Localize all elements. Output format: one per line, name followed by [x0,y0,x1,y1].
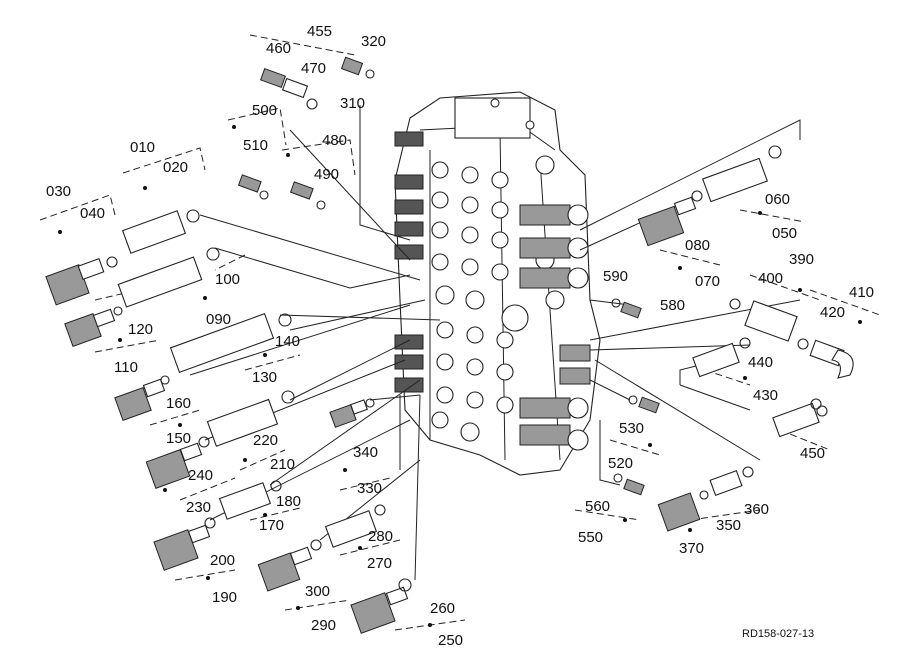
label-510: 510 [243,137,268,154]
label-340: 340 [353,444,378,461]
label-520: 520 [608,455,633,472]
elbow-260 [350,578,412,634]
label-120: 120 [128,321,153,338]
label-290: 290 [311,617,336,634]
label-270: 270 [367,555,392,572]
elbow-370 [657,490,709,532]
plug-100 [117,247,220,308]
label-110: 110 [114,359,138,376]
label-500: 500 [252,102,277,119]
label-190: 190 [212,589,237,606]
label-030: 030 [46,183,71,200]
elbow-080 [637,190,703,247]
label-560: 560 [585,498,610,515]
label-370: 370 [679,540,704,557]
label-360: 360 [744,501,769,518]
oring-320 [365,69,375,79]
elbow-240 [145,436,210,489]
label-130: 130 [252,369,277,386]
fitting-440 [692,337,751,378]
label-390: 390 [789,251,814,268]
elbow-300 [257,539,322,592]
label-470: 470 [301,60,326,77]
reference-code: RD158-027-13 [742,628,814,640]
label-180: 180 [276,493,301,510]
label-460: 460 [266,40,291,57]
elbow-200 [153,517,216,571]
label-590: 590 [603,268,628,285]
label-400: 400 [758,270,783,287]
label-230: 230 [186,499,211,516]
leader-lines [189,105,801,581]
label-240: 240 [188,467,213,484]
label-350: 350 [716,517,741,534]
part-labels: 010 020 030 040 050 060 070 080 090 100 … [46,23,874,649]
label-430: 430 [753,387,778,404]
loose-parts [45,56,854,634]
label-090: 090 [206,311,231,328]
plug-220 [206,390,295,447]
label-310: 310 [340,95,365,112]
label-280: 280 [368,528,393,545]
label-040: 040 [80,205,105,222]
valve-right-fittings [519,204,591,451]
control-valve-body [394,91,601,476]
plug-020 [121,209,200,254]
elbow-040 [45,256,118,306]
valve-ports [431,161,565,442]
plug-180 [218,480,282,520]
label-200: 200 [210,552,235,569]
label-300: 300 [305,583,330,600]
label-420: 420 [820,304,845,321]
label-140: 140 [275,333,300,350]
fitting-350 [709,466,754,497]
elbow-120 [64,306,123,348]
elbow-340 [329,398,375,428]
elbow-160 [114,375,170,422]
label-550: 550 [578,529,603,546]
plug-060 [702,145,782,203]
label-440: 440 [748,354,773,371]
label-450: 450 [800,445,825,462]
fitting-450 [772,398,828,438]
label-010: 010 [130,139,155,156]
label-480: 480 [322,132,347,149]
plug-140 [169,312,292,374]
label-100: 100 [215,271,240,288]
label-490: 490 [314,166,339,183]
fitting-530 [638,396,660,414]
label-320: 320 [361,33,386,50]
label-170: 170 [259,517,284,534]
label-410: 410 [849,284,874,301]
block-400 [729,298,809,350]
fitting-460 [259,67,309,99]
label-060: 060 [765,191,790,208]
label-260: 260 [430,600,455,617]
fitting-580 [620,301,642,319]
fitting-310 [340,56,364,76]
label-580: 580 [660,297,685,314]
label-455: 455 [307,23,332,40]
label-250: 250 [438,632,463,649]
oring-470 [306,98,318,110]
plug-280 [324,504,386,548]
label-050: 050 [772,225,797,242]
oring-590 [611,298,621,308]
label-dots [58,125,862,627]
label-020: 020 [163,159,188,176]
label-070: 070 [695,273,720,290]
elbow-410 [809,339,854,379]
label-080: 080 [685,237,710,254]
label-150: 150 [166,430,191,447]
label-330: 330 [357,480,382,497]
fitting-510 [237,174,262,193]
label-530: 530 [619,420,644,437]
fitting-560 [623,478,645,496]
fitting-490 [289,181,314,200]
label-160: 160 [166,395,191,412]
label-220: 220 [253,432,278,449]
label-210: 210 [270,456,295,473]
